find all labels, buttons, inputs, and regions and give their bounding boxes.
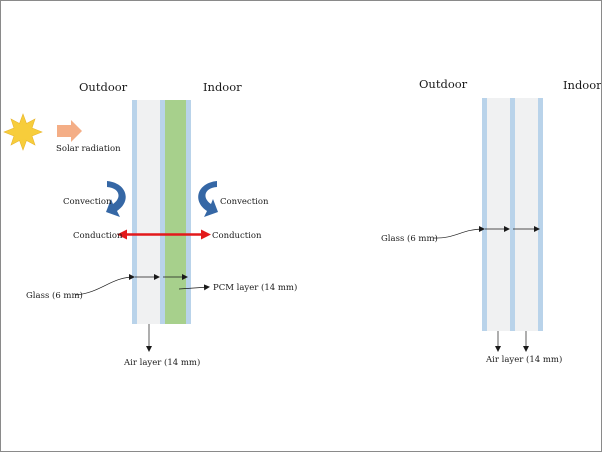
pcm-layer-label: PCM layer (14 mm) <box>213 282 297 293</box>
convection-arrow-icon <box>198 181 218 217</box>
glass-pane-middle <box>160 100 165 324</box>
convection-right-label: Convection <box>220 197 269 207</box>
air-layer-inner <box>515 98 538 331</box>
air-window <box>482 98 543 331</box>
outdoor-label: Outdoor <box>419 77 468 91</box>
thickness-arrows <box>74 274 210 352</box>
glass-pane-inner <box>186 100 191 324</box>
air-layer-label: Air layer (14 mm) <box>485 354 562 365</box>
glass-pane-outer <box>132 100 137 324</box>
air-layer-label: Air layer (14 mm) <box>123 357 200 368</box>
conduction-right-label: Conduction <box>212 231 262 241</box>
pcm-window <box>132 100 191 324</box>
air-layer <box>137 100 160 324</box>
glass-pane-inner <box>538 98 543 331</box>
convection-arrow-icon <box>106 181 126 217</box>
glass-label: Glass (6 mm) <box>26 290 83 301</box>
glass-pane-middle <box>510 98 515 331</box>
pcm-layer <box>165 100 186 324</box>
sun-icon <box>3 113 43 151</box>
indoor-label: Indoor <box>203 80 242 94</box>
convection-left-label: Convection <box>63 197 112 207</box>
glass-label: Glass (6 mm) <box>381 233 438 244</box>
glass-pane-outer <box>482 98 487 331</box>
air-layer-outer <box>487 98 510 331</box>
solar-radiation-label: Solar radiation <box>56 144 121 154</box>
solar-radiation-arrow-icon <box>57 120 82 142</box>
indoor-label: Indoor <box>563 78 601 92</box>
thickness-arrows <box>432 226 540 352</box>
conduction-arrow-icon <box>117 229 211 240</box>
outdoor-label: Outdoor <box>79 80 128 94</box>
conduction-left-label: Conduction <box>73 231 123 241</box>
